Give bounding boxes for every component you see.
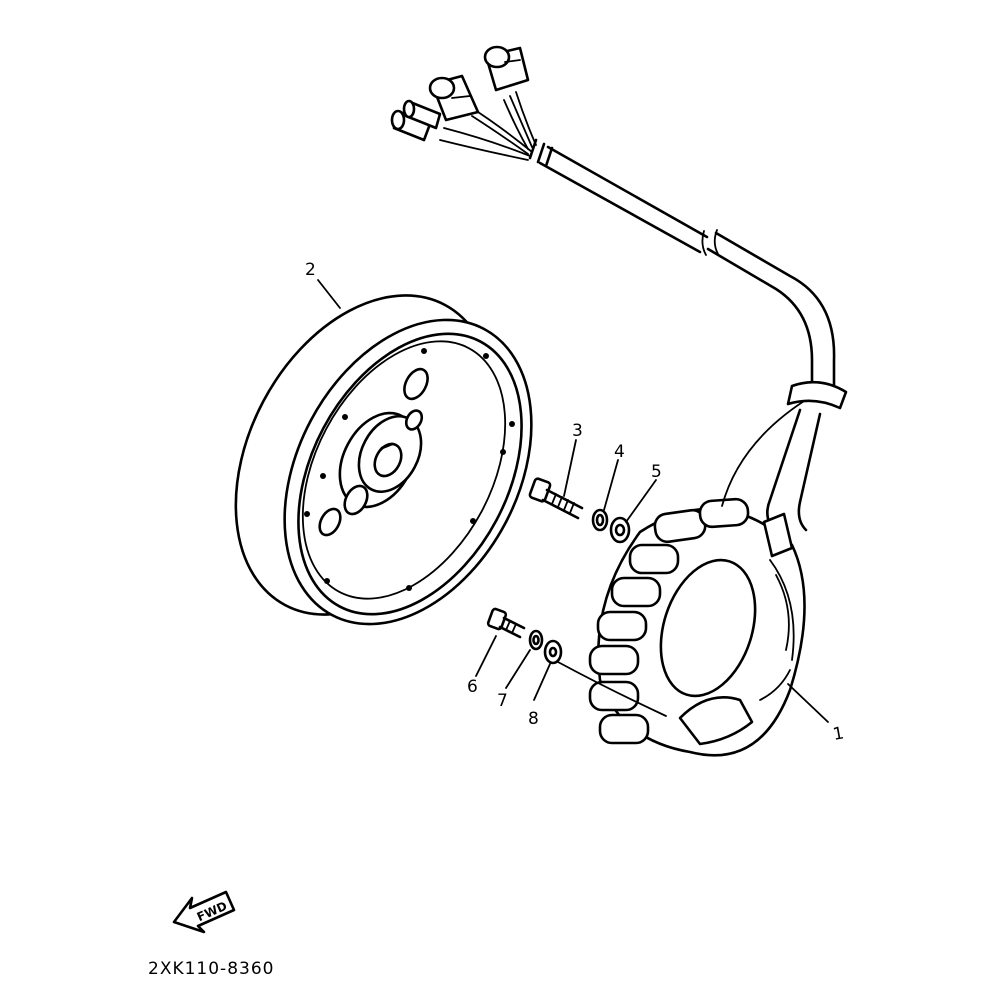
part-label-6: 6 xyxy=(467,677,478,697)
part-label-4: 4 xyxy=(614,442,625,462)
part-label-1: 1 xyxy=(831,723,845,745)
fwd-arrow-icon: FWD xyxy=(172,890,236,934)
part-label-7: 7 xyxy=(497,691,508,711)
part-label-3: 3 xyxy=(572,421,583,441)
washer-4 xyxy=(591,508,609,532)
part-labels: 1 2 3 4 5 6 7 8 xyxy=(305,260,846,745)
screw-6 xyxy=(486,607,526,639)
rotor-holes xyxy=(304,348,515,591)
wire-harness xyxy=(390,45,836,390)
connector-top xyxy=(483,45,530,92)
part-label-5: 5 xyxy=(651,462,662,482)
connector-middle xyxy=(428,74,480,122)
stator xyxy=(588,380,848,757)
leader-lines xyxy=(317,279,829,723)
washer-5 xyxy=(609,516,631,544)
washer-7 xyxy=(528,629,544,651)
bullet-connector-2 xyxy=(402,99,442,130)
bolt-3 xyxy=(528,477,584,520)
part-label-8: 8 xyxy=(528,709,539,729)
washer-8 xyxy=(543,639,563,665)
rotor xyxy=(234,294,533,626)
stator-coils xyxy=(588,497,750,745)
part-label-2: 2 xyxy=(305,260,316,280)
rotor-hub xyxy=(318,367,429,537)
drawing-code: 2XK110-8360 xyxy=(148,959,274,979)
